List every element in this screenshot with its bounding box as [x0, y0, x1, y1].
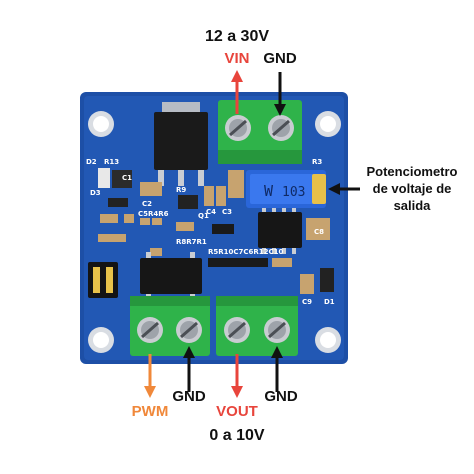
pot-label-line2: de voltaje de	[373, 181, 452, 196]
screw-icon	[268, 115, 294, 141]
gnd-vout-label: GND	[264, 388, 298, 405]
output-voltage-range: 0 a 10V	[209, 427, 264, 444]
smd-components	[98, 168, 334, 294]
silk-d2: D2	[86, 158, 97, 166]
mounting-hole	[315, 111, 341, 137]
silk-c2: C2	[142, 200, 152, 208]
pwm-terminal-block	[130, 296, 210, 356]
silk-r3: R3	[312, 158, 322, 166]
silkscreen-labels: D2 R13 R3 D3 R9 Q1 C2 C1 C4 C3 C5R4R6 R8…	[86, 158, 335, 306]
pot-label-line1: Potenciometro	[366, 164, 457, 179]
screw-icon	[137, 317, 163, 343]
silk-c5r4r6: C5R4R6	[138, 210, 169, 218]
silk-c1: C1	[122, 174, 132, 182]
silk-d1: D1	[324, 298, 335, 306]
potentiometer: W 103	[246, 170, 326, 208]
mounting-hole	[315, 327, 341, 353]
vout-label: VOUT	[216, 403, 258, 420]
pot-marking-b: 103	[282, 185, 305, 200]
screw-icon	[224, 317, 250, 343]
pwm-label: PWM	[132, 403, 169, 420]
mounting-hole	[88, 111, 114, 137]
silk-c9: C9	[302, 298, 312, 306]
silk-r8r7r1: R8R7R1	[176, 238, 207, 246]
vin-label: VIN	[224, 50, 249, 67]
voltage-regulator	[154, 102, 208, 186]
opamp-chip	[258, 206, 302, 254]
jumper-header	[88, 262, 118, 298]
silk-q1: Q1	[198, 212, 209, 220]
silk-c8: C8	[314, 228, 324, 236]
pot-label-line3: salida	[394, 198, 432, 213]
input-voltage-range: 12 a 30V	[205, 28, 269, 45]
gnd-pwm-label: GND	[172, 388, 206, 405]
screw-icon	[176, 317, 202, 343]
optocoupler	[140, 252, 202, 300]
mounting-hole	[88, 327, 114, 353]
pot-marking-a: W	[264, 182, 274, 200]
screw-icon	[264, 317, 290, 343]
silk-r13: R13	[104, 158, 119, 166]
silk-r9: R9	[176, 186, 186, 194]
input-terminal-block	[218, 100, 302, 164]
silk-c3: C3	[222, 208, 232, 216]
silk-c4: C4	[206, 208, 216, 216]
vout-terminal-block	[216, 296, 298, 356]
silk-d3: D3	[90, 189, 101, 197]
gnd-in-label: GND	[263, 50, 297, 67]
screw-icon	[225, 115, 251, 141]
silk-r5r10c7c6r12c10: R5R10C7C6R12C10	[208, 248, 284, 256]
